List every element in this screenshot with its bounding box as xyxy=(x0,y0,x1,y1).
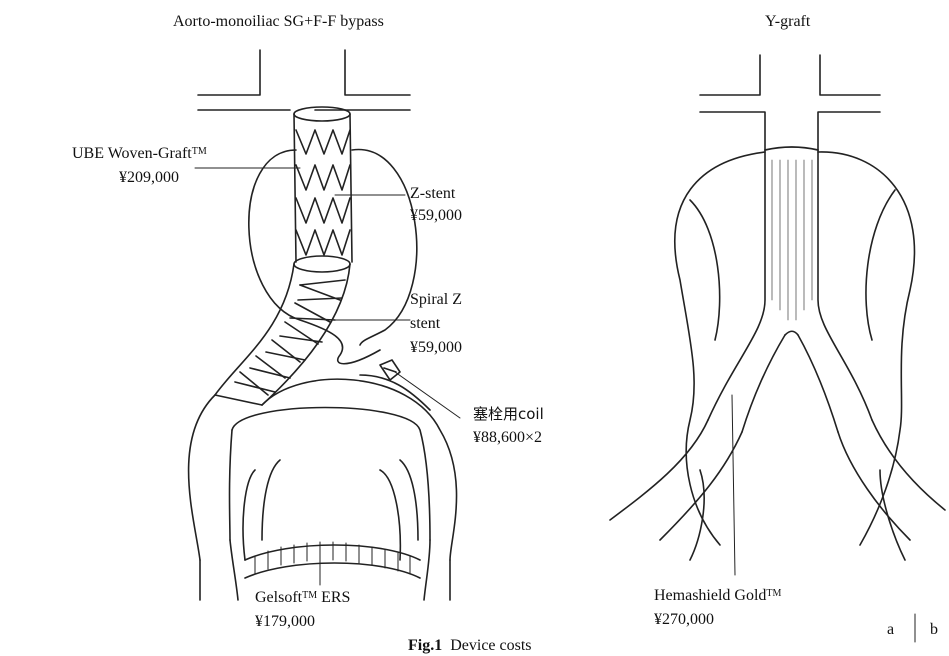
label-hemashield: Hemashield GoldTM xyxy=(654,586,781,606)
label-coil-price: ¥88,600×2 xyxy=(473,428,542,448)
leader-hemashield xyxy=(732,395,735,575)
zstent-ring-3 xyxy=(296,198,350,223)
b-graft-left-outer xyxy=(708,150,765,420)
hemashield-tm: TM xyxy=(766,588,781,599)
label-zstent: Z-stent xyxy=(410,184,455,204)
graft-left xyxy=(294,114,296,262)
b-sac-fold-right xyxy=(866,190,895,340)
b-renal-right xyxy=(818,112,880,150)
panel-letter-b: b xyxy=(930,620,938,640)
panel-b-drawing xyxy=(610,55,945,575)
inner-arch xyxy=(232,408,430,541)
zstent-ring-1 xyxy=(296,130,350,154)
b-sac-left xyxy=(675,152,765,545)
spiral-end xyxy=(215,395,262,405)
zstent-ring-2 xyxy=(296,165,350,190)
b-graft-left-inner xyxy=(742,335,785,432)
gelsoft-name: Gelsoft xyxy=(255,589,302,606)
b-renal-left xyxy=(700,112,765,150)
spiral-right xyxy=(262,264,350,405)
left-femoral xyxy=(200,540,238,600)
graft-right xyxy=(350,114,352,262)
coil-detail xyxy=(384,368,396,372)
b-sac-fold-left xyxy=(690,200,720,340)
b-graft-right-outer xyxy=(818,150,872,420)
aneurysm-right xyxy=(352,150,417,345)
label-spiral-line2: stent xyxy=(410,314,440,334)
gelsoft-suffix: ERS xyxy=(317,589,350,606)
graft-top xyxy=(294,107,350,121)
zstent-ring-4 xyxy=(296,230,350,255)
panel-a-title: Aorto-monoiliac SG+F-F bypass xyxy=(173,12,384,32)
gelsoft-lower xyxy=(245,563,420,578)
label-gelsoft-price: ¥179,000 xyxy=(255,612,315,632)
b-internal-iliac xyxy=(690,470,905,560)
ube-name: UBE Woven-Graft xyxy=(72,145,192,162)
left-iliac-outer xyxy=(189,395,215,560)
b-graft-crimps xyxy=(772,160,812,320)
hemashield-name: Hemashield Gold xyxy=(654,587,766,604)
label-coil: 塞栓用coil xyxy=(473,404,544,424)
spiral-struts xyxy=(235,280,345,392)
panel-letter-a: a xyxy=(887,620,894,640)
b-left-iliac xyxy=(610,420,742,540)
label-zstent-price: ¥59,000 xyxy=(410,206,462,226)
gelsoft-tm: TM xyxy=(302,590,317,601)
b-graft-right-inner xyxy=(798,335,838,432)
left-profunda xyxy=(243,460,280,560)
label-gelsoft: GelsoftTM ERS xyxy=(255,588,350,608)
spiral-top xyxy=(294,256,350,272)
label-ube-price: ¥209,000 xyxy=(119,168,179,188)
label-hemashield-price: ¥270,000 xyxy=(654,610,714,630)
ube-tm: TM xyxy=(192,146,207,157)
inner-arch-left xyxy=(230,430,233,540)
right-profunda xyxy=(380,460,418,560)
b-sac-right xyxy=(818,152,914,545)
right-femoral xyxy=(424,540,450,600)
b-anastomosis-top xyxy=(765,147,818,150)
gelsoft-rings xyxy=(255,542,410,574)
b-aorta-right-wall xyxy=(820,55,880,95)
label-spiral-price: ¥59,000 xyxy=(410,338,462,358)
panel-b-title: Y-graft xyxy=(765,12,810,32)
label-ube-graft: UBE Woven-GraftTM xyxy=(72,144,207,164)
b-right-iliac xyxy=(838,420,945,540)
aorta-left-wall xyxy=(198,50,260,95)
b-graft-crotch xyxy=(785,331,798,335)
aorta-right-wall xyxy=(345,50,410,95)
label-spiral-line1: Spiral Z xyxy=(410,290,462,310)
b-aorta-left-wall xyxy=(700,55,760,95)
